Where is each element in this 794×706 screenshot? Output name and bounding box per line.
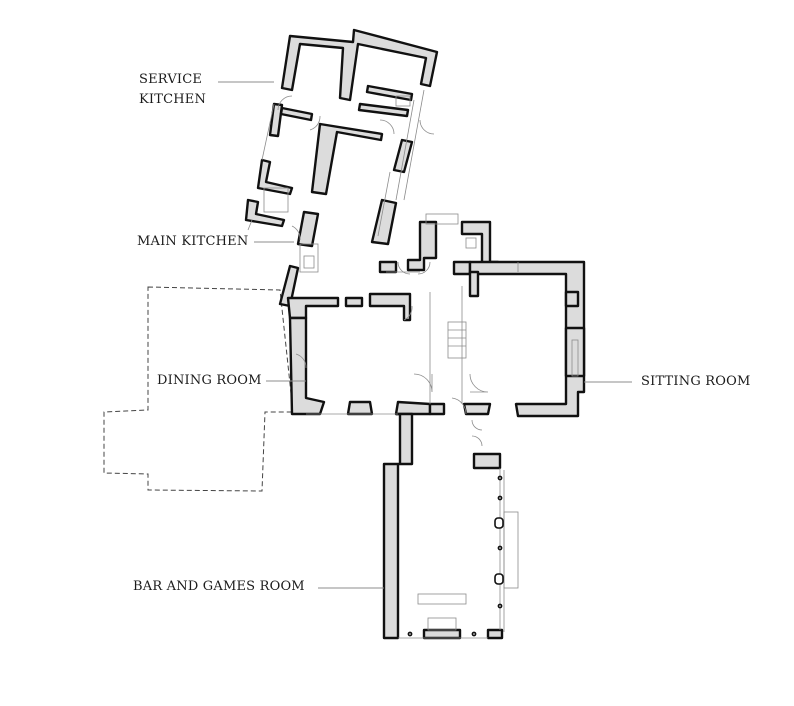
service-kitchen-label: SERVICE KITCHEN xyxy=(139,70,206,110)
sitting-room-walls xyxy=(462,260,586,418)
hall-walls xyxy=(378,220,500,276)
dining-room-label: DINING ROOM xyxy=(157,373,262,388)
service-kitchen-label-line2: KITCHEN xyxy=(139,92,207,107)
door-swings xyxy=(277,95,489,447)
service-kitchen-walls xyxy=(244,28,439,228)
dining-room-walls xyxy=(286,292,446,416)
bar-games-room-walls xyxy=(382,412,504,640)
main-kitchen-walls xyxy=(278,198,398,308)
service-kitchen-label-line1: SERVICE xyxy=(139,72,203,87)
label-leaders xyxy=(218,81,632,589)
bar-and-games-room-label: BAR AND GAMES ROOM xyxy=(133,579,305,594)
main-kitchen-label: MAIN KITCHEN xyxy=(137,234,249,249)
terrace-outline xyxy=(103,286,294,492)
sitting-room-label: SITTING ROOM xyxy=(641,374,751,389)
bar-room-posts xyxy=(407,475,504,637)
